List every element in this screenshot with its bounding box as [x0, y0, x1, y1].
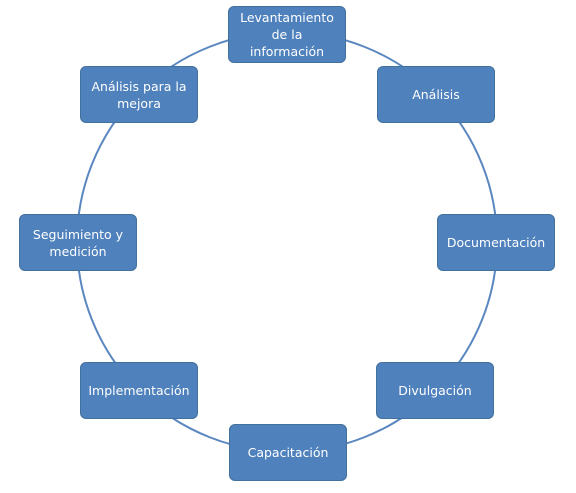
stage-implementacion: Implementación [80, 362, 198, 419]
stage-documentacion: Documentación [437, 214, 555, 271]
stage-analisis: Análisis [377, 66, 495, 123]
stage-levantamiento: Levantamiento de la información [228, 6, 346, 63]
stage-analisis-mejora: Análisis para la mejora [80, 66, 198, 123]
stage-divulgacion: Divulgación [376, 362, 494, 419]
stage-capacitacion: Capacitación [229, 424, 347, 481]
stage-seguimiento: Seguimiento y medición [19, 214, 137, 271]
